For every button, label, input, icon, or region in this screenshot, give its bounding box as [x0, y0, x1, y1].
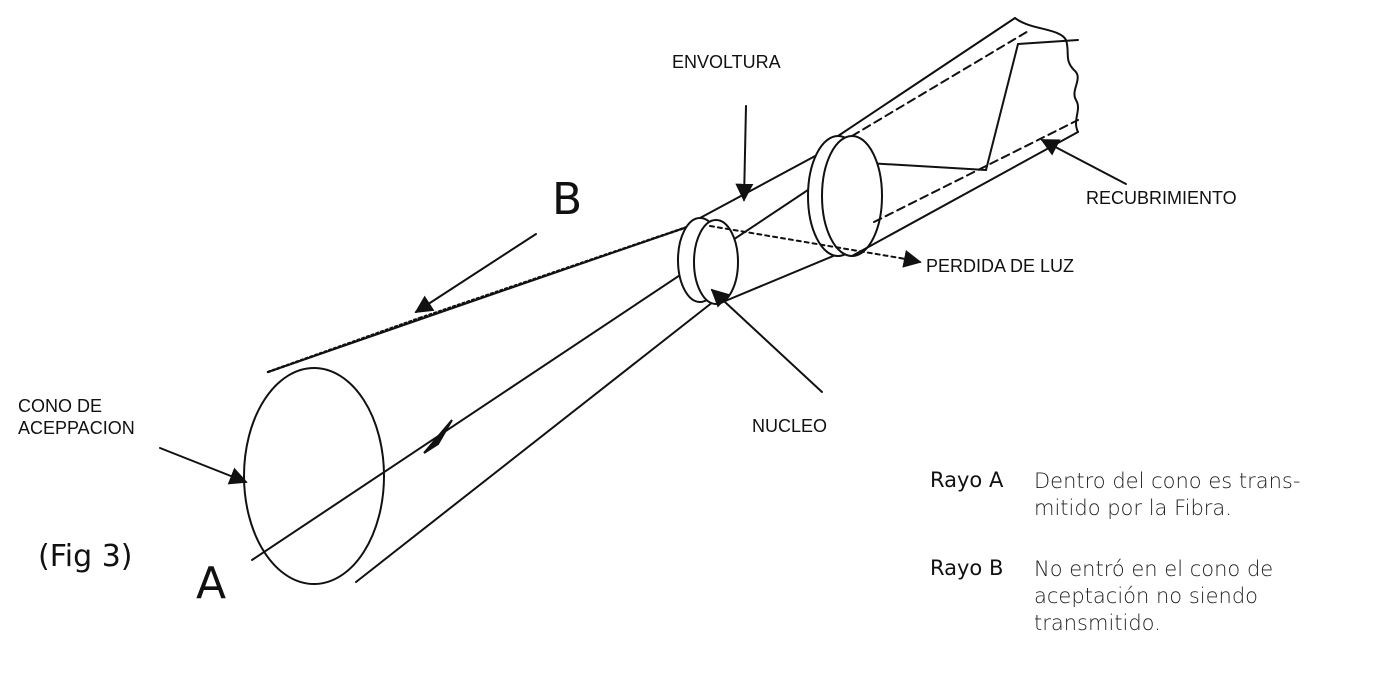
nucleo-label: NUCLEO [752, 416, 827, 436]
fiber-broken-end [1014, 17, 1079, 133]
cono-arrow [159, 447, 248, 485]
fiber-cladding [807, 17, 1079, 257]
acceptance-cone [243, 224, 719, 585]
ray-b-arrow [414, 233, 537, 313]
legend-text-rayo-b: No entró en el cono de aceptación no sie… [1034, 556, 1384, 637]
perdida-de-luz-arrow [899, 249, 922, 268]
cono-de-aceptacion-label-line1: CONO DE [18, 396, 102, 416]
legend-text-rayo-b-line3: transmitido. [1034, 611, 1161, 635]
ray-b-label: B [552, 174, 582, 225]
cono-de-aceptacion-label-line2: ACEPPACION [18, 418, 135, 438]
figure-caption: (Fig 3) [38, 539, 132, 574]
light-loss-path [709, 225, 901, 259]
legend-text-rayo-a-line2: mitido por la Fibra. [1034, 496, 1232, 520]
legend-text-rayo-a: Dentro del cono es trans- mitido por la … [1034, 468, 1384, 522]
envoltura-label: ENVOLTURA [672, 52, 781, 72]
legend-text-rayo-a-line1: Dentro del cono es trans- [1034, 469, 1301, 493]
perdida-de-luz-label: PERDIDA DE LUZ [926, 256, 1074, 276]
legend-text-rayo-b-line1: No entró en el cono de [1034, 557, 1274, 581]
legend-key-rayo-a: Rayo A [930, 468, 1004, 492]
legend-text-rayo-b-line2: aceptación no siendo [1034, 584, 1258, 608]
nucleo-arrow [710, 288, 823, 393]
ray-a-label: A [196, 558, 226, 609]
recubrimiento-label: RECUBRIMIENTO [1086, 188, 1237, 208]
envoltura-arrow [735, 105, 754, 202]
legend-key-rayo-b: Rayo B [930, 556, 1004, 580]
recubrimiento-arrow [1040, 139, 1127, 185]
